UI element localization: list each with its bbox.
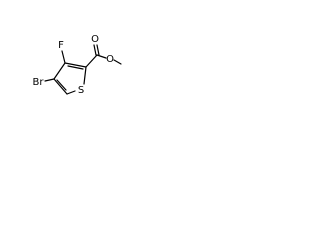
bond-c2-s [83, 66, 87, 85]
bond-c4-br [44, 78, 55, 82]
bond-ccarbonyl-oester [96, 54, 107, 59]
bond-s-c5 [66, 90, 76, 95]
carbonyl-oxygen-label: O [91, 34, 99, 45]
bond-c3-c2-inner [67, 65, 84, 70]
bond-c2-ccarbonyl [85, 54, 98, 68]
bond-c4-c3 [53, 62, 66, 80]
sulfur-label: S [78, 85, 84, 96]
fluorine-label: F [58, 40, 64, 51]
bromine-label: Br [33, 77, 45, 88]
bond-oester-methyl [113, 59, 122, 65]
bond-c3-f [61, 50, 66, 64]
bond-c3-c2 [64, 62, 87, 68]
bond-c5-c4-inner [56, 79, 67, 91]
bond-carbonyl-double-b [96, 44, 100, 56]
bond-c5-c4 [53, 78, 68, 95]
ester-oxygen-label: O [106, 54, 114, 65]
structure-diagram: Br F S O O [33, 34, 122, 96]
bond-carbonyl-double-a [93, 44, 97, 56]
